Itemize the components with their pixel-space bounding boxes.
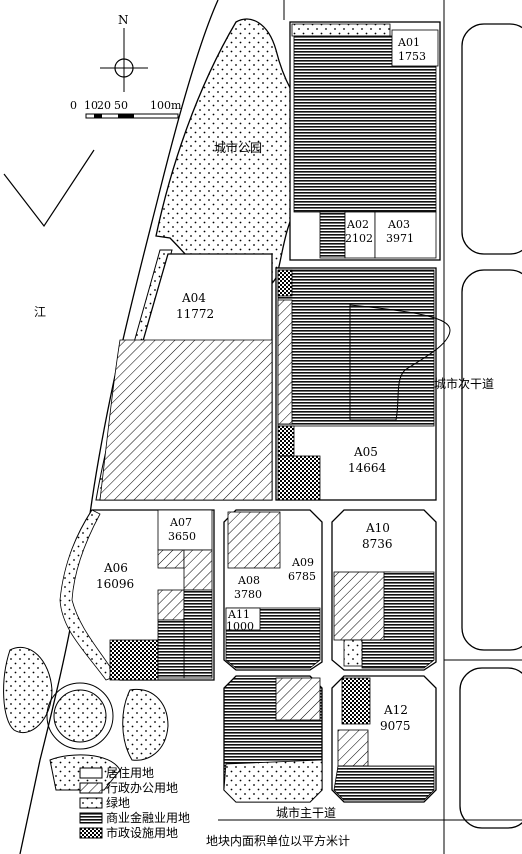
legend: 居住用地 行政办公用地 绿地 商业金融业用地 市政设施用地 地块内面积单位以平方… bbox=[79, 766, 350, 848]
secondary-road-label: 城市次干道 bbox=[434, 376, 494, 391]
legend-label-administrative: 行政办公用地 bbox=[106, 780, 178, 795]
green-lower-mid bbox=[223, 759, 323, 803]
parcel-a09-area: 6785 bbox=[288, 570, 316, 583]
parcel-a04-area: 11772 bbox=[176, 307, 214, 321]
legend-swatch-administrative bbox=[79, 782, 103, 794]
legend-swatch-residential bbox=[79, 767, 103, 779]
parcel-a10-id: A10 bbox=[365, 521, 390, 535]
parcel-a02-area: 2102 bbox=[345, 232, 373, 245]
legend-swatch-commercial bbox=[79, 812, 103, 824]
admin-a08 bbox=[227, 511, 281, 569]
admin-a05-strip bbox=[277, 299, 293, 425]
residential-a01-label-box bbox=[391, 29, 439, 67]
main-road-label: 城市主干道 bbox=[276, 805, 336, 820]
compass: N bbox=[100, 13, 148, 92]
commercial-a01-lower bbox=[319, 211, 346, 259]
admin-a07-top bbox=[157, 509, 213, 551]
green-a01-strip bbox=[291, 23, 391, 37]
scale-tick-10: 10 bbox=[84, 99, 98, 112]
scale-tick-20: 20 bbox=[97, 99, 111, 112]
residential-a11-label bbox=[225, 607, 261, 631]
admin-lower-mid bbox=[275, 677, 321, 721]
parcel-a02-id: A02 bbox=[346, 218, 369, 231]
parcel-a01-area: 1753 bbox=[398, 50, 426, 63]
green-roundabout-right bbox=[122, 688, 169, 761]
parcel-a04-id: A04 bbox=[181, 291, 206, 305]
block-right-top bbox=[461, 23, 522, 255]
admin-a07-2 bbox=[183, 549, 213, 591]
river-label: 江 bbox=[34, 305, 46, 319]
parcel-a05-id: A05 bbox=[353, 445, 378, 459]
parcel-a08-area: 3780 bbox=[234, 588, 262, 601]
parcel-a09-id: A09 bbox=[291, 556, 314, 569]
admin-a04 bbox=[99, 339, 273, 501]
north-label: N bbox=[118, 13, 129, 27]
municipal-a05-large bbox=[277, 455, 321, 501]
parcel-a06-area: 16096 bbox=[96, 577, 134, 591]
roundabout-outer bbox=[46, 682, 114, 750]
parcel-a07-id: A07 bbox=[169, 516, 192, 529]
parcel-a08-id: A08 bbox=[237, 574, 260, 587]
municipal-a06 bbox=[109, 639, 159, 681]
scale-bar: 0 10 20 50 100m bbox=[70, 99, 182, 119]
commercial-a05 bbox=[277, 269, 435, 427]
green-a10 bbox=[343, 639, 363, 667]
legend-label-residential: 居住用地 bbox=[106, 766, 154, 780]
commercial-a06-low bbox=[157, 619, 185, 679]
legend-area-note: 地块内面积单位以平方米计 bbox=[206, 833, 350, 848]
legend-label-municipal: 市政设施用地 bbox=[106, 825, 178, 840]
parcel-a07-area: 3650 bbox=[168, 530, 196, 543]
flow-arrow bbox=[3, 149, 95, 228]
legend-label-commercial: 商业金融业用地 bbox=[106, 810, 190, 825]
parcel-a11-area: 1000 bbox=[226, 620, 254, 633]
block-right-mid bbox=[461, 269, 522, 651]
admin-a12 bbox=[337, 729, 369, 767]
parcel-a06-id: A06 bbox=[103, 561, 128, 575]
admin-a10 bbox=[333, 571, 391, 641]
municipal-a05-small bbox=[277, 425, 295, 457]
scale-tick-100m: 100m bbox=[150, 99, 182, 112]
legend-swatch-green bbox=[79, 797, 103, 809]
scale-tick-0: 0 bbox=[70, 99, 77, 112]
parcel-a10-area: 8736 bbox=[362, 537, 393, 551]
green-roundabout-left bbox=[3, 647, 53, 733]
parcel-a01-id: A01 bbox=[397, 36, 420, 49]
commercial-a06 bbox=[183, 589, 213, 679]
parcel-a12-area: 9075 bbox=[380, 719, 411, 733]
parcel-a11-id: A11 bbox=[227, 608, 250, 621]
municipal-a05-corner bbox=[277, 269, 293, 297]
secondary-road-curve bbox=[349, 304, 451, 421]
residential-a03 bbox=[374, 211, 437, 259]
parcel-a03-id: A03 bbox=[387, 218, 410, 231]
green-roundabout-center bbox=[53, 689, 107, 743]
legend-label-green: 绿地 bbox=[106, 795, 130, 810]
block-right-low bbox=[459, 667, 522, 829]
legend-swatch-municipal bbox=[79, 827, 103, 839]
commercial-a10 bbox=[361, 571, 435, 669]
city-park-label: 城市公园 bbox=[214, 140, 262, 155]
parcel-a05-area: 14664 bbox=[348, 461, 387, 475]
scale-tick-50: 50 bbox=[114, 99, 128, 112]
commercial-a12 bbox=[333, 765, 435, 801]
admin-a07-1 bbox=[157, 549, 185, 569]
parcel-a12-id: A12 bbox=[383, 703, 408, 717]
parcel-a03-area: 3971 bbox=[386, 232, 414, 245]
municipal-a12 bbox=[341, 677, 371, 725]
admin-a07-3 bbox=[157, 589, 185, 621]
